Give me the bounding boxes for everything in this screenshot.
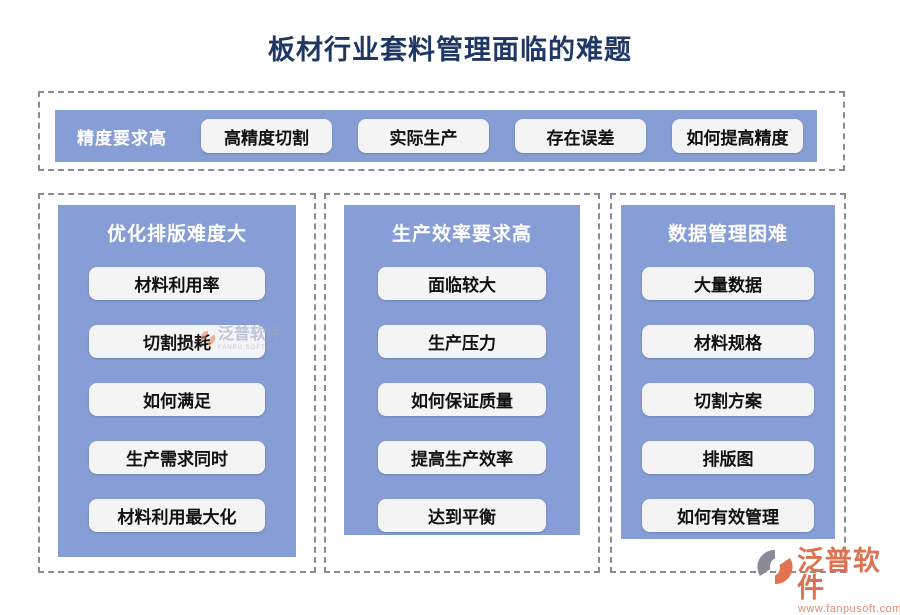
- layout-difficulty-panel: 优化排版难度大 材料利用率 切割损耗 如何满足 生产需求同时 材料利用最大化: [58, 205, 296, 557]
- precision-panel: 精度要求高 高精度切割 实际生产 存在误差 如何提高精度: [55, 110, 817, 162]
- page-title: 板材行业套料管理面临的难题: [268, 35, 632, 65]
- section-efficiency: 生产效率要求高 面临较大 生产压力 如何保证质量 提高生产效率 达到平衡: [324, 193, 600, 573]
- chip-maximize-material-use: 材料利用最大化: [89, 499, 265, 532]
- chip-how-to-satisfy: 如何满足: [89, 383, 265, 416]
- layout-difficulty-header: 优化排版难度大: [106, 224, 247, 245]
- data-management-panel: 数据管理困难 大量数据 材料规格 切割方案 排版图 如何有效管理: [621, 205, 835, 539]
- section-layout-difficulty: 优化排版难度大 材料利用率 切割损耗 如何满足 生产需求同时 材料利用最大化: [38, 193, 316, 573]
- chip-improve-precision: 如何提高精度: [672, 119, 803, 153]
- precision-label: 精度要求高: [77, 128, 167, 148]
- fanpu-logo[interactable]: 泛普软件 www.fanpusoft.com: [757, 548, 900, 615]
- chip-actual-production: 实际生产: [358, 119, 489, 153]
- chip-production-demand: 生产需求同时: [89, 441, 265, 474]
- chip-layout-diagram: 排版图: [642, 441, 814, 474]
- fanpu-logo-icon: [757, 550, 793, 584]
- chip-cutting-loss: 切割损耗: [89, 325, 265, 358]
- chip-reach-balance: 达到平衡: [378, 499, 546, 532]
- data-management-header: 数据管理困难: [667, 224, 788, 245]
- chip-cutting-plan: 切割方案: [642, 383, 814, 416]
- efficiency-panel: 生产效率要求高 面临较大 生产压力 如何保证质量 提高生产效率 达到平衡: [344, 205, 580, 535]
- chip-effective-management: 如何有效管理: [642, 499, 814, 532]
- efficiency-header: 生产效率要求高: [391, 224, 532, 245]
- logo-brand-text: 泛普软件: [796, 546, 881, 603]
- chip-material-spec: 材料规格: [642, 325, 814, 358]
- chip-high-precision-cutting: 高精度切割: [201, 119, 332, 153]
- chip-facing-large: 面临较大: [378, 267, 546, 300]
- chip-material-utilization: 材料利用率: [89, 267, 265, 300]
- chip-improve-efficiency: 提高生产效率: [378, 441, 546, 474]
- chip-production-pressure: 生产压力: [378, 325, 546, 358]
- chip-large-data: 大量数据: [642, 267, 814, 300]
- chip-error-exists: 存在误差: [515, 119, 646, 153]
- section-precision: 精度要求高 高精度切割 实际生产 存在误差 如何提高精度: [38, 91, 845, 171]
- chip-ensure-quality: 如何保证质量: [378, 383, 546, 416]
- logo-url-text[interactable]: www.fanpusoft.com: [797, 603, 900, 615]
- precision-chips: 高精度切割 实际生产 存在误差 如何提高精度: [201, 119, 803, 153]
- section-data-management: 数据管理困难 大量数据 材料规格 切割方案 排版图 如何有效管理: [610, 193, 846, 573]
